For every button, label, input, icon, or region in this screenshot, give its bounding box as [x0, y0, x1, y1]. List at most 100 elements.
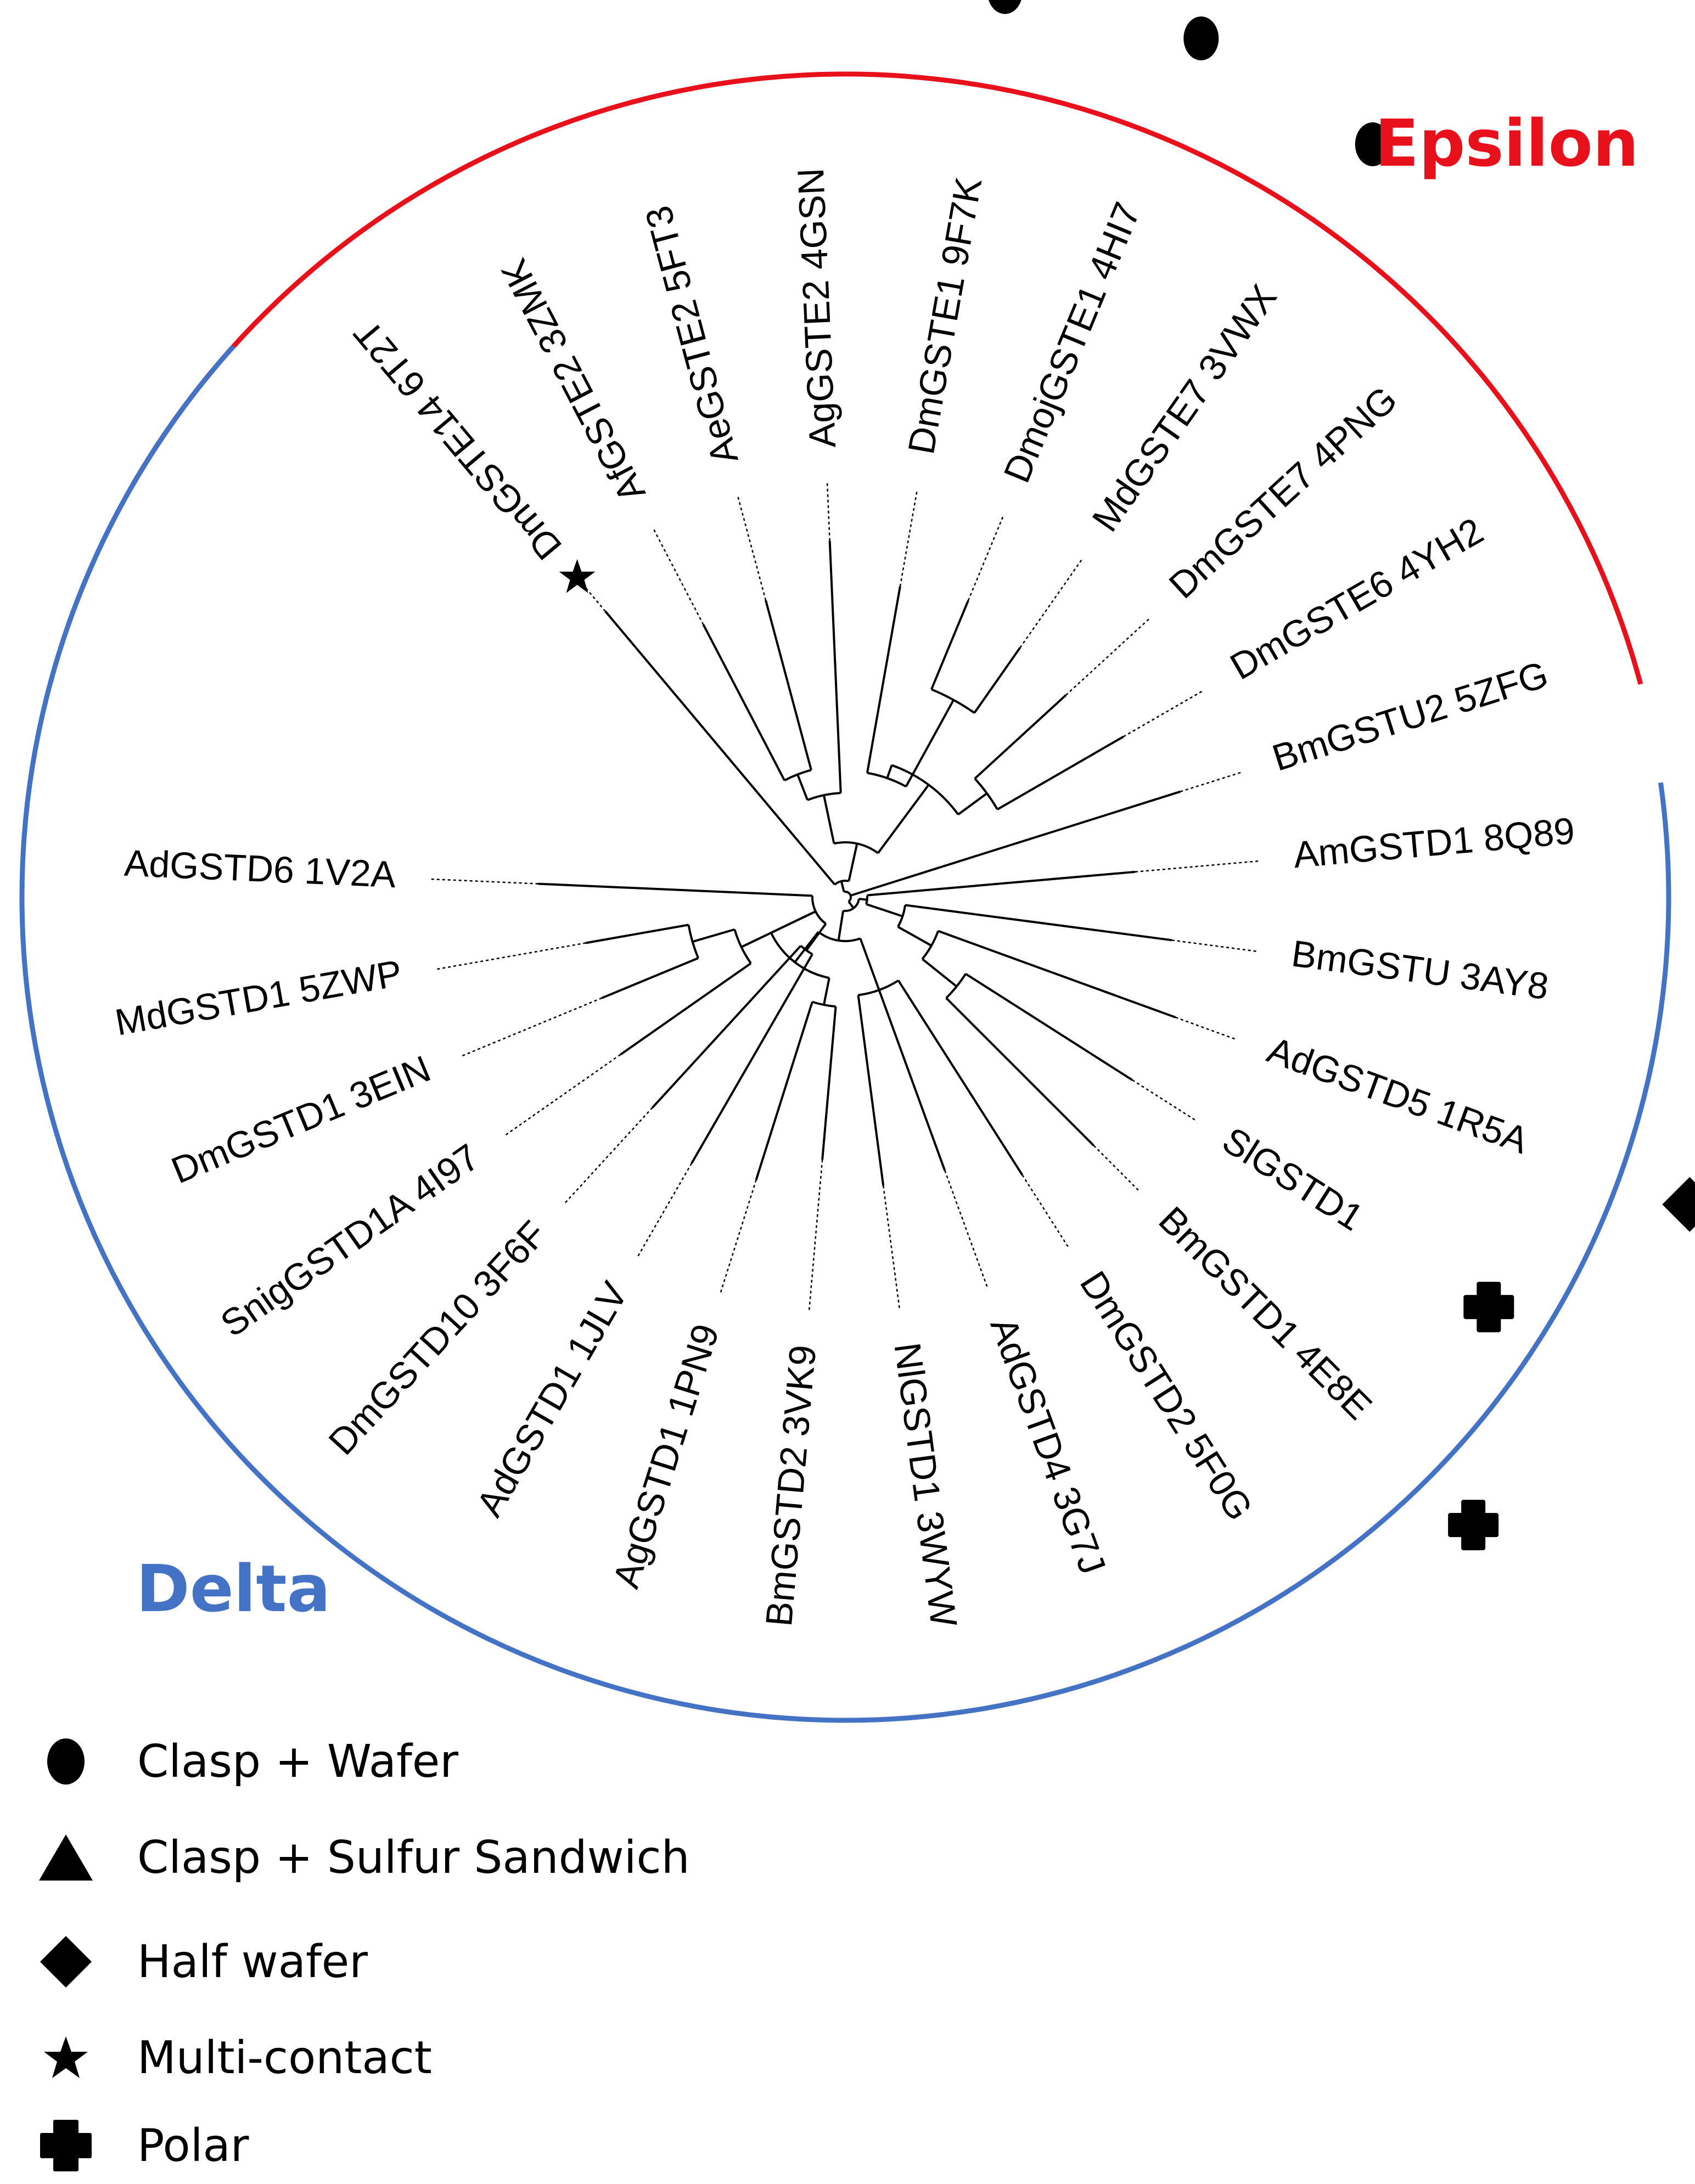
- epsilon-clade-label: Epsilon: [1374, 105, 1638, 181]
- delta-clade-arc: [19, 345, 1671, 1723]
- leader-line: [1019, 557, 1084, 649]
- tree-branch: [620, 962, 752, 1056]
- tree-branch: [601, 957, 699, 999]
- tree-branch: [905, 699, 955, 787]
- delta-clade-label: Delta: [136, 1551, 330, 1626]
- tree-node-arc: [921, 930, 940, 960]
- cross-icon: [1448, 1500, 1499, 1551]
- leader-line: [899, 489, 918, 587]
- tree-branches: [538, 541, 1181, 1186]
- leaf-label: AdGSTD4 3G7J: [982, 1312, 1113, 1580]
- leader-line: [882, 1185, 900, 1308]
- tree-branch: [930, 600, 969, 690]
- tree-branch: [794, 931, 820, 963]
- leader-line: [1065, 617, 1152, 696]
- tree-branch: [945, 997, 1095, 1146]
- legend-label: Polar: [137, 2119, 249, 2172]
- leaf-markers: [559, 0, 1695, 1551]
- tree-node-arc: [843, 898, 860, 912]
- leader-line: [505, 1054, 621, 1136]
- tree-branch: [905, 904, 1172, 942]
- tree-branch: [897, 980, 1024, 1176]
- tree-branch: [897, 926, 932, 947]
- legend-item-clasp-sulfur-sandwich: Clasp + Sulfur Sandwich: [33, 1819, 690, 1896]
- leaf-label: AdGSTD1 1JLV: [468, 1275, 636, 1523]
- leader-line: [637, 1163, 693, 1257]
- leader-line: [431, 878, 538, 885]
- circle-icon: [1355, 122, 1390, 166]
- tree-branch: [878, 989, 946, 1171]
- diamond-icon: [33, 1929, 99, 1995]
- cross-icon: [1463, 1281, 1514, 1332]
- tree-branch: [585, 924, 689, 944]
- leaf-label: MdGSTD1 5ZWP: [112, 952, 405, 1044]
- legend-item-multi-contact: Multi-contact: [33, 2019, 432, 2096]
- tree-branch: [859, 938, 880, 990]
- leaf-label: BmGSTD2 3VK9: [758, 1343, 824, 1628]
- tree-node-arc: [784, 769, 812, 781]
- leader-line: [720, 1179, 757, 1293]
- tree-branch: [755, 1001, 813, 1180]
- legend-item-clasp-wafer: Clasp + Wafer: [33, 1723, 458, 1800]
- tree-branch: [886, 764, 893, 779]
- tree-branch: [691, 953, 813, 1164]
- tree-node-arc: [807, 792, 841, 801]
- tree-node-arc: [865, 895, 868, 905]
- legend-item-polar: Polar: [33, 2107, 249, 2184]
- tree-branch: [604, 610, 836, 886]
- tree-node-arc: [931, 688, 975, 714]
- leader-line: [1122, 689, 1205, 738]
- leader-line: [1135, 860, 1259, 873]
- leaf-label: SlGSTD1: [1215, 1119, 1371, 1239]
- tree-branch: [997, 735, 1124, 810]
- circle-icon: [989, 0, 1022, 14]
- tree-branch: [857, 995, 885, 1186]
- tree-node-arc: [733, 929, 752, 964]
- leaf-label: AfGSTE2 3ZMK: [493, 252, 654, 509]
- tree-node-arc: [945, 973, 967, 999]
- tree-branch: [796, 774, 809, 801]
- tree-branch: [805, 923, 827, 951]
- clade-arcs: [19, 71, 1671, 1723]
- leader-lines: [431, 483, 1259, 1310]
- star-icon: [559, 559, 596, 593]
- circle-icon: [33, 1729, 99, 1794]
- leader-line: [1171, 939, 1256, 952]
- legend-label: Clasp + Wafer: [137, 1735, 459, 1788]
- tree-branch: [823, 977, 830, 1005]
- leader-line: [737, 497, 767, 601]
- tree-node-arc: [858, 980, 899, 997]
- tree-node-arc: [811, 896, 827, 925]
- tree-branch: [965, 973, 1133, 1081]
- triangle-icon: [33, 1825, 99, 1890]
- tree-branch: [740, 910, 816, 948]
- leaf-label: BmGSTU2 5ZFG: [1267, 654, 1553, 779]
- tree-branch: [974, 694, 1067, 780]
- leaf-label: AeGSTE2 5FT3: [637, 201, 747, 469]
- leader-line: [653, 529, 704, 625]
- tree-branch: [692, 928, 735, 943]
- circle-icon: [1183, 16, 1219, 60]
- leaf-label: AdGSTD5 1R5A: [1262, 1029, 1534, 1162]
- leaf-label: AmGSTD1 8Q89: [1292, 810, 1576, 876]
- leader-line: [944, 1170, 988, 1287]
- legend-item-half-wafer: Half wafer: [33, 1923, 368, 2000]
- legend-label: Half wafer: [137, 1935, 368, 1988]
- tree-branch: [847, 843, 858, 882]
- leaf-label: AdGSTD6 1V2A: [124, 842, 397, 896]
- leader-line: [967, 514, 1005, 601]
- tree-branch: [652, 945, 802, 1108]
- tree-branch: [702, 624, 785, 781]
- tree-node-arc: [891, 764, 959, 815]
- cross-icon: [33, 2113, 99, 2179]
- legend-label: Multi-contact: [137, 2031, 432, 2084]
- tree-node-arc: [844, 891, 852, 903]
- tree-node-arc: [897, 905, 907, 927]
- tree-branch: [938, 930, 1176, 1018]
- legend-label: Clasp + Sulfur Sandwich: [137, 1831, 690, 1884]
- tree-branch: [866, 586, 901, 773]
- tree-branch: [850, 790, 1181, 897]
- leader-line: [1175, 1016, 1235, 1040]
- leaf-label: AgGSTE2 4GSN: [790, 167, 844, 449]
